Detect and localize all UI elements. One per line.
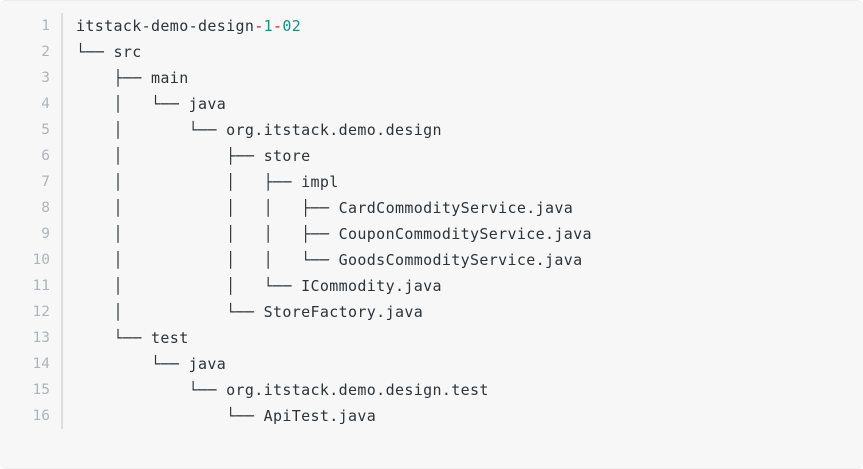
code-line: 9 │ │ │ ├── CouponCommodityService.java xyxy=(0,221,863,247)
line-number: 13 xyxy=(0,325,63,351)
code-line-text: │ ├── store xyxy=(76,147,311,165)
line-number: 7 xyxy=(0,169,63,195)
line-number: 9 xyxy=(0,221,63,247)
code-line-text: │ │ ├── impl xyxy=(76,173,339,191)
code-line: 10 │ │ │ └── GoodsCommodityService.java xyxy=(0,247,863,273)
code-line: 7 │ │ ├── impl xyxy=(0,169,863,195)
line-number: 3 xyxy=(0,65,63,91)
code-line: 5 │ └── org.itstack.demo.design xyxy=(0,117,863,143)
code-line: 6 │ ├── store xyxy=(0,143,863,169)
code-line-text: │ └── java xyxy=(76,95,227,113)
code-line: 16 └── ApiTest.java xyxy=(0,403,863,429)
code-line: 2 └── src xyxy=(0,39,863,65)
code-line-text: └── test xyxy=(76,329,189,347)
code-line-text: └── ApiTest.java xyxy=(76,407,377,425)
code-line: 11 │ │ └── ICommodity.java xyxy=(0,273,863,299)
code-line: 3 ├── main xyxy=(0,65,863,91)
code-line-text: │ └── org.itstack.demo.design xyxy=(76,121,442,139)
dash-token: - xyxy=(273,17,283,35)
line-number: 14 xyxy=(0,351,63,377)
version-minor-token: 02 xyxy=(282,17,302,35)
dash-token: - xyxy=(254,17,264,35)
line-number: 2 xyxy=(0,39,63,65)
code-line-text: ├── main xyxy=(76,69,189,87)
code-line-text: │ │ │ ├── CardCommodityService.java xyxy=(76,199,574,217)
code-line-text: │ │ └── ICommodity.java xyxy=(76,277,442,295)
version-major-token: 1 xyxy=(263,17,274,35)
line-number: 1 xyxy=(0,13,63,39)
line-number: 6 xyxy=(0,143,63,169)
project-name-token: itstack-demo-design xyxy=(76,17,255,35)
code-line: 13 └── test xyxy=(0,325,863,351)
line-number: 16 xyxy=(0,403,63,429)
code-line: 14 └── java xyxy=(0,351,863,377)
line-number: 12 xyxy=(0,299,63,325)
code-line-text: └── src xyxy=(76,43,142,61)
line-number: 5 xyxy=(0,117,63,143)
code-line-text: │ └── StoreFactory.java xyxy=(76,303,424,321)
line-number: 8 xyxy=(0,195,63,221)
line-number: 11 xyxy=(0,273,63,299)
code-line: 4 │ └── java xyxy=(0,91,863,117)
code-line-text: │ │ │ └── GoodsCommodityService.java xyxy=(76,251,583,269)
code-line-text: │ │ │ ├── CouponCommodityService.java xyxy=(76,225,592,243)
code-line: 15 └── org.itstack.demo.design.test xyxy=(0,377,863,403)
code-line: 12 │ └── StoreFactory.java xyxy=(0,299,863,325)
code-line-text: └── org.itstack.demo.design.test xyxy=(76,381,489,399)
code-line: 8 │ │ │ ├── CardCommodityService.java xyxy=(0,195,863,221)
line-number: 4 xyxy=(0,91,63,117)
line-number: 15 xyxy=(0,377,63,403)
code-line-text: └── java xyxy=(76,355,227,373)
code-line-text: itstack-demo-design-1-02 xyxy=(62,13,863,39)
line-number: 10 xyxy=(0,247,63,273)
